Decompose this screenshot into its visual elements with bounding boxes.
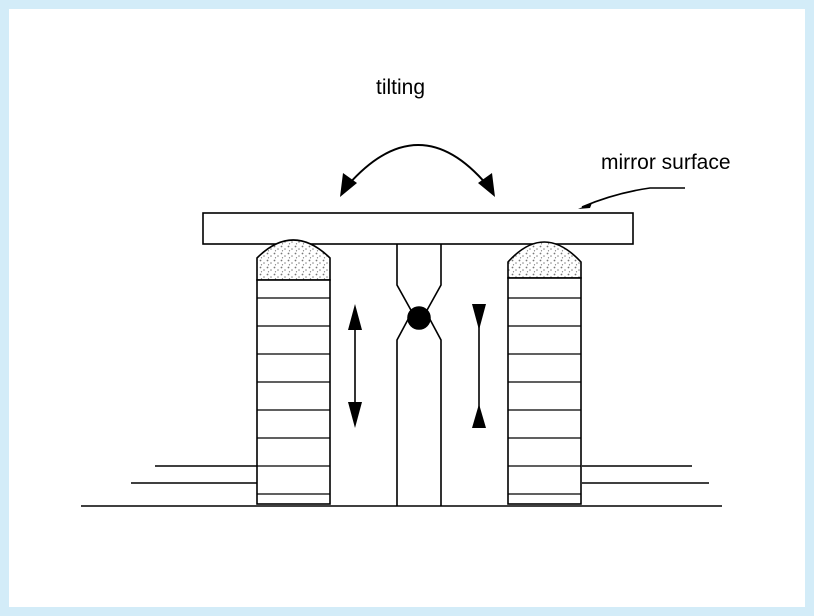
right-motion-arrow (472, 304, 486, 428)
left-motion-arrow (348, 304, 362, 428)
tilting-label: tilting (376, 76, 426, 99)
flexure-hinge (396, 244, 442, 506)
mirror-surface-label: mirror surface (601, 151, 731, 174)
mirror-leader-arrowhead (578, 203, 592, 209)
diagram-frame (9, 9, 805, 607)
mirror-plate (202, 212, 634, 245)
pivot-point (407, 306, 431, 330)
mirror-leader-line (581, 187, 685, 208)
left-piezo-stack (256, 239, 331, 505)
tilting-arrow (340, 144, 495, 197)
right-piezo-stack (507, 241, 582, 505)
